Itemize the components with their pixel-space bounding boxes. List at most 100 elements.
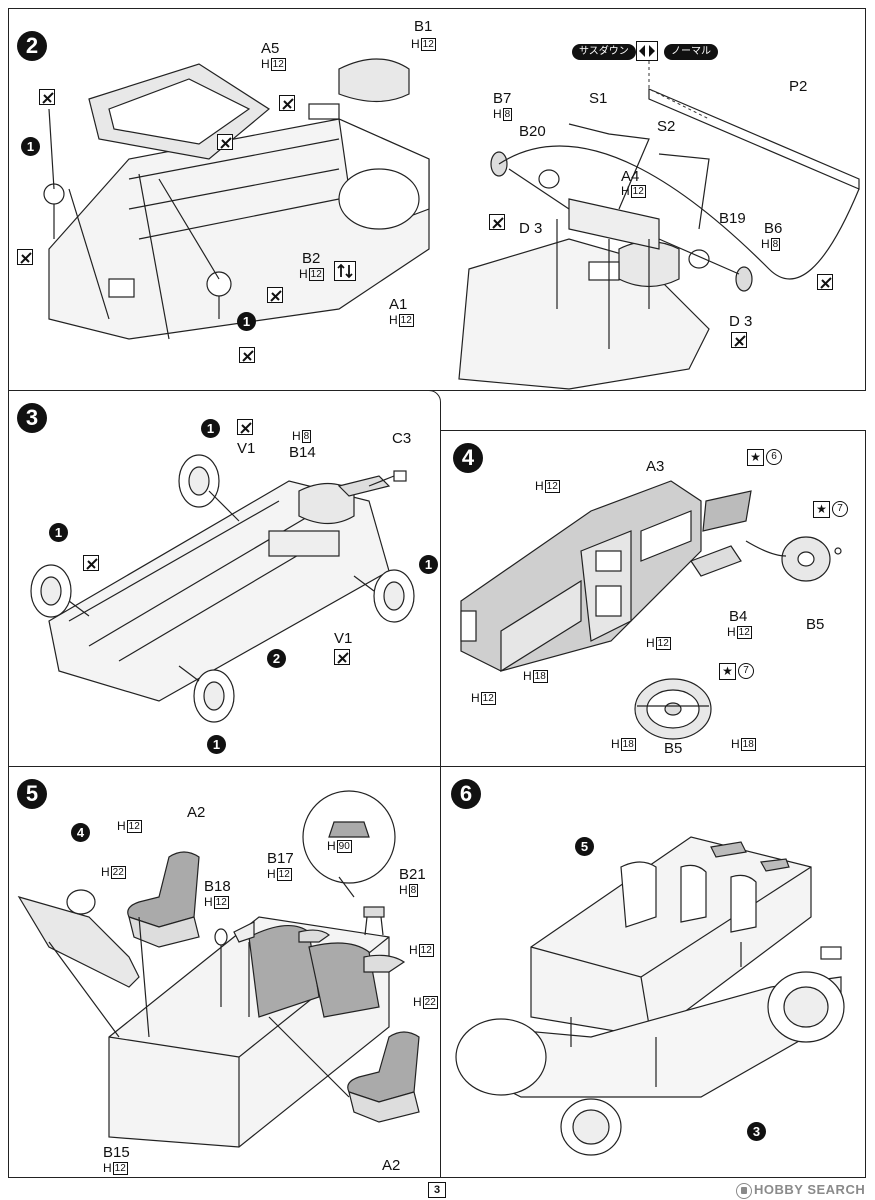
color-prefix: H bbox=[399, 883, 408, 897]
part-label-b19: B19 bbox=[719, 210, 746, 227]
step-number: 6 bbox=[451, 779, 481, 809]
color-box: 12 bbox=[270, 58, 286, 71]
part-label-b2: B2 bbox=[302, 250, 321, 267]
part-label-c3: C3 bbox=[392, 430, 412, 447]
color-prefix: H bbox=[267, 867, 276, 881]
ref-bullet: 1 bbox=[201, 419, 220, 438]
color-prefix: H bbox=[101, 865, 110, 879]
color-prefix: H bbox=[535, 479, 544, 493]
decal-star-icon: ★ bbox=[813, 501, 830, 518]
color-prefix: H bbox=[413, 995, 422, 1009]
color-box: 18 bbox=[620, 738, 636, 751]
decal-ref-meter: ★6 bbox=[747, 449, 782, 466]
part-label-b21: B21 bbox=[399, 866, 426, 883]
part-label-a1: A1 bbox=[389, 296, 408, 313]
color-box: 12 bbox=[126, 820, 142, 833]
decal-number: 6 bbox=[766, 449, 782, 465]
part-label-a5: A5 bbox=[261, 40, 280, 57]
color-prefix: H bbox=[621, 184, 630, 198]
decal-number: 7 bbox=[832, 501, 848, 517]
color-box: 12 bbox=[418, 944, 434, 957]
color-box: 12 bbox=[544, 480, 560, 493]
color-box: 8 bbox=[301, 430, 312, 443]
part-label-b7: B7 bbox=[493, 90, 512, 107]
color-box: 90 bbox=[336, 840, 352, 853]
color-prefix: H bbox=[409, 943, 418, 957]
ref-bullet: 1 bbox=[21, 137, 40, 156]
part-label-s1: S1 bbox=[589, 90, 608, 107]
watermark-text: HOBBY SEARCH bbox=[754, 1182, 866, 1197]
part-label-b6: B6 bbox=[764, 220, 783, 237]
color-box: 12 bbox=[736, 626, 752, 639]
decal-star-icon: ★ bbox=[719, 663, 736, 680]
glue-icon bbox=[279, 95, 295, 111]
option-lowered-badge: サスダウン bbox=[572, 44, 636, 60]
glue-icon bbox=[17, 249, 33, 265]
part-label-b4: B4 bbox=[729, 608, 748, 625]
glue-icon bbox=[217, 134, 233, 150]
decal-ref-wheel-top: ★7 bbox=[813, 501, 848, 518]
part-label-b14: B14 bbox=[289, 444, 316, 461]
step-6-panel: 6 5 3 bbox=[440, 766, 866, 1178]
decal-number: 7 bbox=[738, 663, 754, 679]
option-switch-icon bbox=[636, 41, 658, 61]
color-prefix: H bbox=[646, 636, 655, 650]
part-label-b1: B1 bbox=[414, 18, 433, 35]
color-prefix: H bbox=[493, 107, 502, 121]
glue-icon bbox=[83, 555, 99, 571]
color-box: 8 bbox=[770, 238, 781, 251]
ref-bullet: 1 bbox=[207, 735, 226, 754]
decal-star-icon: ★ bbox=[747, 449, 764, 466]
color-box: 12 bbox=[308, 268, 324, 281]
glue-icon bbox=[239, 347, 255, 363]
step-number: 4 bbox=[453, 443, 483, 473]
part-label-b18: B18 bbox=[204, 878, 231, 895]
part-label-b20: B20 bbox=[519, 123, 546, 140]
color-prefix: H bbox=[727, 625, 736, 639]
color-prefix: H bbox=[103, 1161, 112, 1175]
step-3-illustration bbox=[30, 454, 415, 723]
part-label-b15: B15 bbox=[103, 1144, 130, 1161]
step-number: 5 bbox=[17, 779, 47, 809]
part-label-p2: P2 bbox=[789, 78, 808, 95]
color-box: 12 bbox=[420, 38, 436, 51]
glue-icon bbox=[731, 332, 747, 348]
part-label-d3-left: D 3 bbox=[519, 220, 543, 237]
ref-bullet: 1 bbox=[419, 555, 438, 574]
part-label-a2-top: A2 bbox=[187, 804, 206, 821]
glue-icon bbox=[817, 274, 833, 290]
color-prefix: H bbox=[299, 267, 308, 281]
part-label-v1-top: V1 bbox=[237, 440, 256, 457]
color-prefix: H bbox=[389, 313, 398, 327]
part-label-b17: B17 bbox=[267, 850, 294, 867]
glue-icon bbox=[489, 214, 505, 230]
part-label-v1-bottom: V1 bbox=[334, 630, 353, 647]
color-prefix: H bbox=[611, 737, 620, 751]
part-label-b5-top: B5 bbox=[806, 616, 825, 633]
part-label-a3: A3 bbox=[646, 458, 665, 475]
color-prefix: H bbox=[261, 57, 270, 71]
ref-bullet: 1 bbox=[237, 312, 256, 331]
ref-step-4: 4 bbox=[71, 823, 90, 842]
color-box: 12 bbox=[398, 314, 414, 327]
color-prefix: H bbox=[292, 429, 301, 443]
